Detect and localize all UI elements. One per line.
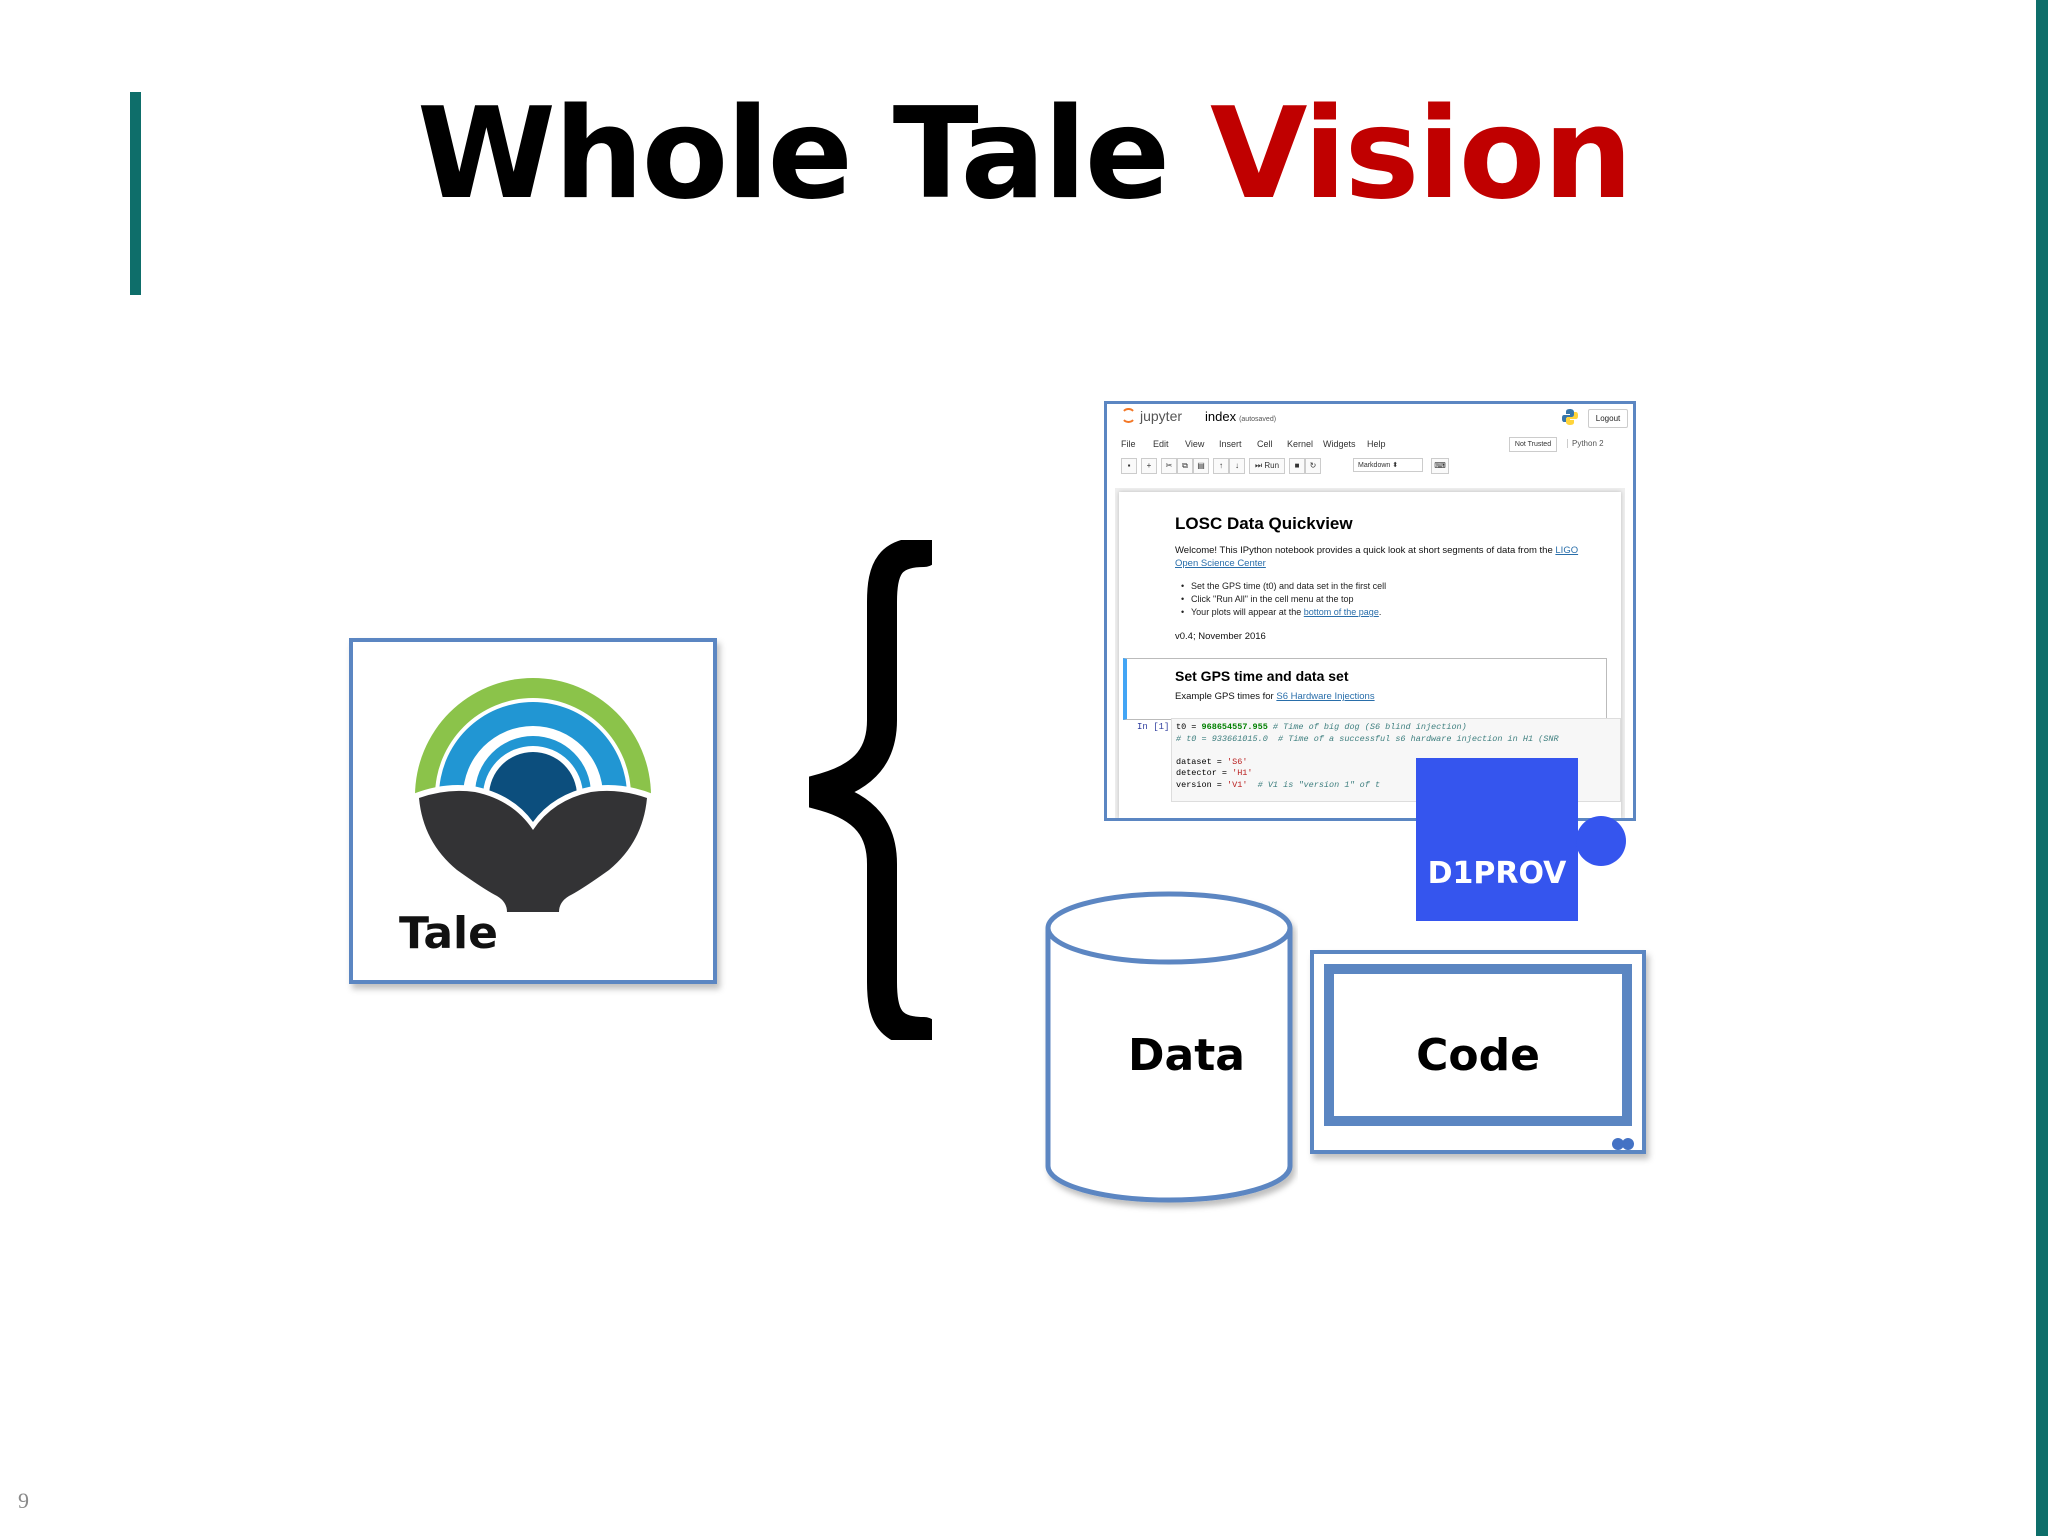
curly-brace-icon [809, 540, 932, 1040]
title-main: Whole Tale [417, 80, 1170, 227]
left-accent-bar [130, 92, 141, 295]
save-icon[interactable]: ▪ [1121, 458, 1137, 474]
code-label: Code [1416, 1030, 1540, 1081]
title-accent: Vision [1210, 80, 1633, 227]
menu-kernel[interactable]: Kernel [1287, 439, 1314, 449]
jupyter-toolbar: ▪ + ✂ ⧉ ▤ ↑ ↓ ⏭ Run ■ ↻ Markdown ⬍ ⌨ [1121, 458, 1633, 476]
move-down-icon[interactable]: ↓ [1229, 458, 1245, 474]
monitor-button-icon [1622, 1138, 1634, 1150]
page-number: 9 [18, 1488, 29, 1513]
list-item: Your plots will appear at the bottom of … [1181, 606, 1386, 619]
menu-cell[interactable]: Cell [1257, 439, 1273, 449]
menu-widgets[interactable]: Widgets [1323, 439, 1356, 449]
losc-link[interactable]: LIGO Open Science Center [1175, 545, 1579, 569]
instructions-list: Set the GPS time (t0) and data set in th… [1181, 580, 1386, 619]
kernel-indicator: Python 2 [1567, 439, 1604, 448]
menu-edit[interactable]: Edit [1153, 439, 1169, 449]
list-item: Set the GPS time (t0) and data set in th… [1181, 580, 1386, 593]
logout-button[interactable]: Logout [1588, 409, 1628, 428]
move-up-icon[interactable]: ↑ [1213, 458, 1229, 474]
notebook-name: index(autosaved) [1205, 409, 1277, 424]
paste-icon[interactable]: ▤ [1193, 458, 1209, 474]
not-trusted-badge[interactable]: Not Trusted [1509, 437, 1557, 452]
slide-title: Whole Tale Vision [0, 78, 2048, 229]
tale-label: Tale [399, 908, 498, 959]
s6-injections-link[interactable]: S6 Hardware Injections [1276, 691, 1375, 702]
list-item: Click "Run All" in the cell menu at the … [1181, 593, 1386, 606]
jupyter-header: jupyter index(autosaved) Logout [1107, 404, 1633, 434]
copy-icon[interactable]: ⧉ [1177, 458, 1193, 474]
d1prov-puzzle-piece [1416, 758, 1578, 921]
intro-text: Welcome! This IPython notebook provides … [1175, 545, 1579, 569]
notebook-heading: LOSC Data Quickview [1175, 514, 1353, 533]
database-cylinder-icon [1045, 891, 1293, 1203]
whole-tale-logo-icon [413, 678, 653, 914]
bottom-of-page-link[interactable]: bottom of the page [1303, 607, 1379, 617]
cut-icon[interactable]: ✂ [1161, 458, 1177, 474]
menu-help[interactable]: Help [1367, 439, 1386, 449]
monitor-button-icon [1612, 1138, 1624, 1150]
run-button[interactable]: ⏭ Run [1249, 458, 1285, 474]
right-accent-bar [2036, 0, 2048, 1536]
code-screen [1324, 964, 1632, 1126]
puzzle-knob-icon [1576, 816, 1626, 866]
stop-icon[interactable]: ■ [1289, 458, 1305, 474]
code-monitor [1310, 950, 1646, 1154]
tale-box: Tale [349, 638, 717, 984]
jupyter-menubar: File Edit View Insert Cell Kernel Widget… [1117, 436, 1633, 454]
keyboard-icon[interactable]: ⌨ [1431, 458, 1449, 474]
d1prov-label: D1PROV [1427, 856, 1567, 891]
menu-file[interactable]: File [1121, 439, 1136, 449]
section-text: Example GPS times for S6 Hardware Inject… [1175, 691, 1375, 702]
add-cell-icon[interactable]: + [1141, 458, 1157, 474]
restart-icon[interactable]: ↻ [1305, 458, 1321, 474]
python-icon [1562, 409, 1578, 425]
section-heading: Set GPS time and data set [1175, 668, 1349, 684]
code-prompt: In [1]: [1137, 722, 1175, 732]
data-label: Data [1128, 1030, 1245, 1081]
menu-insert[interactable]: Insert [1219, 439, 1242, 449]
jupyter-logo-icon [1121, 408, 1136, 423]
menu-view[interactable]: View [1185, 439, 1205, 449]
version-text: v0.4; November 2016 [1175, 631, 1266, 642]
jupyter-logo: jupyter [1121, 408, 1182, 424]
cell-type-select[interactable]: Markdown ⬍ [1353, 458, 1423, 472]
